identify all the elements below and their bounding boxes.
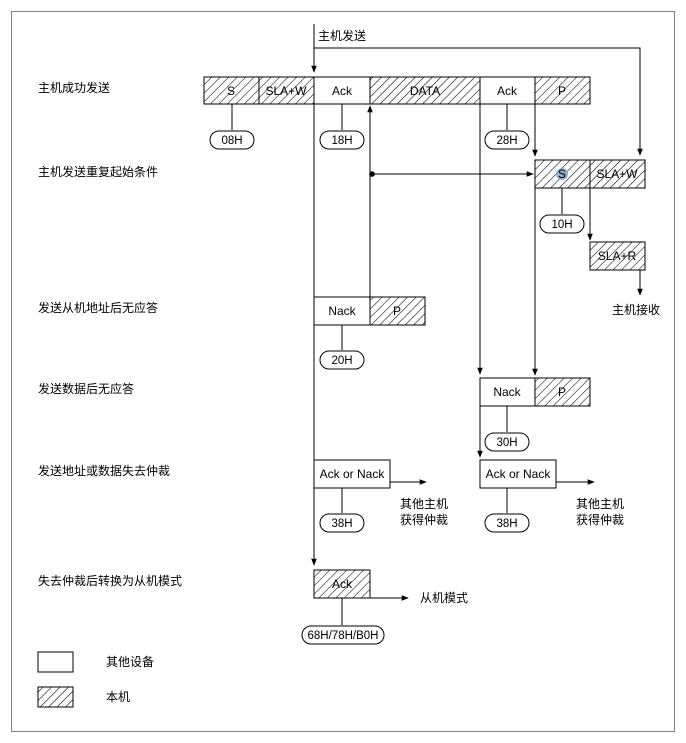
- legend-this-device-swatch: [37, 686, 74, 708]
- frame-sla-w: [258, 76, 315, 105]
- legend-other-device-label: 其他设备: [106, 655, 154, 669]
- svg-text:68H/78H/B0H: 68H/78H/B0H: [308, 630, 379, 642]
- frame-repeated-sla-w: [589, 159, 646, 189]
- frame-start: [203, 76, 260, 105]
- legend-this-device-label: 本机: [106, 690, 130, 704]
- status-30h: 30H: [484, 432, 530, 452]
- frame-start-label: S: [227, 84, 235, 98]
- label-success: 主机成功发送: [38, 80, 110, 95]
- outcome-other-master-right-1: 其他主机: [576, 497, 624, 511]
- frame-addr-nack-stop: [369, 296, 426, 326]
- frame-addr-nack-stop-label: P: [393, 304, 401, 318]
- frame-ack-1-label: Ack: [332, 84, 353, 98]
- legend-other-device-swatch: [37, 651, 74, 673]
- frame-arb-left: [313, 459, 391, 489]
- legend: 其他设备 本机: [37, 651, 154, 708]
- frame-sla-w-label: SLA+W: [265, 84, 307, 98]
- outcome-host-receive: 主机接收: [612, 302, 660, 317]
- label-addr-nack: 发送从机地址后无应答: [38, 300, 158, 315]
- outcome-slave-mode: 从机模式: [420, 591, 468, 605]
- row-success-frames: S SLA+W Ack DATA Ack P: [203, 76, 591, 105]
- outcome-other-master-left-2: 获得仲裁: [400, 512, 448, 527]
- frame-arb-right: [479, 459, 557, 489]
- svg-text:08H: 08H: [221, 135, 242, 147]
- svg-text:10H: 10H: [551, 219, 572, 231]
- frame-sla-r-label: SLA+R: [598, 249, 637, 263]
- status-38h-left: 38H: [319, 513, 365, 533]
- frame-addr-nack-label: Nack: [328, 304, 356, 318]
- svg-text:18H: 18H: [331, 135, 352, 147]
- outer-frame: [11, 11, 675, 732]
- status-10h: 10H: [539, 214, 585, 234]
- outcome-other-master-left-1: 其他主机: [400, 497, 448, 511]
- svg-text:20H: 20H: [331, 355, 352, 367]
- frame-data-nack-stop: [534, 377, 591, 407]
- label-arb-lost-slave: 失去仲裁后转换为从机模式: [38, 573, 182, 588]
- highlight-s: [556, 168, 568, 180]
- frame-stop-label: P: [558, 84, 566, 98]
- frame-repeated-start-label: S: [558, 167, 566, 181]
- outcome-other-master-right-2: 获得仲裁: [576, 512, 624, 527]
- svg-text:38H: 38H: [496, 518, 517, 530]
- status-68h: 68H/78H/B0H: [301, 625, 385, 645]
- frame-data-nack-stop-label: P: [558, 385, 566, 399]
- flow-line-loop-right: [314, 47, 643, 156]
- status-38h-right: 38H: [484, 513, 530, 533]
- frame-ack-1: [313, 76, 371, 105]
- svg-text:28H: 28H: [496, 135, 517, 147]
- svg-text:38H: 38H: [331, 518, 352, 530]
- row-repeated-start-frames: S SLA+W: [534, 159, 646, 189]
- frame-data-label: DATA: [410, 84, 440, 98]
- frame-slave-ack-label: Ack: [332, 577, 353, 591]
- status-08h: 08H: [209, 130, 255, 150]
- label-data-nack: 发送数据后无应答: [38, 381, 134, 396]
- svg-text:30H: 30H: [496, 437, 517, 449]
- label-arb-lost: 发送地址或数据失去仲裁: [38, 463, 170, 478]
- frame-slave-ack: [313, 569, 371, 599]
- label-repeated-start: 主机发送重复起始条件: [38, 164, 158, 179]
- frame-stop: [534, 76, 591, 105]
- status-18h: 18H: [319, 130, 365, 150]
- status-20h: 20H: [319, 350, 365, 370]
- frame-repeated-sla-w-label: SLA+W: [596, 167, 638, 181]
- frame-ack-2-label: Ack: [497, 84, 518, 98]
- frame-arb-left-label: Ack or Nack: [320, 467, 386, 481]
- frame-ack-2: [479, 76, 536, 105]
- status-28h: 28H: [484, 130, 530, 150]
- frame-data: [369, 76, 481, 105]
- frame-arb-right-label: Ack or Nack: [486, 467, 552, 481]
- frame-data-nack-label: Nack: [493, 385, 521, 399]
- frame-data-nack: [479, 377, 536, 407]
- frame-sla-r: [589, 241, 646, 271]
- label-host-send: 主机发送: [318, 28, 366, 43]
